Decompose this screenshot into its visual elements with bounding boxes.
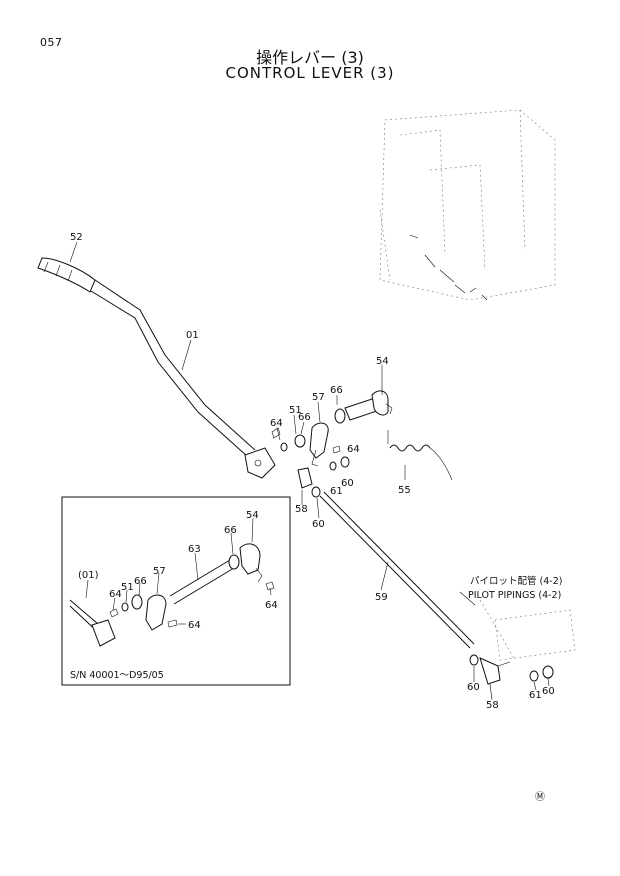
callout-61: 61 xyxy=(330,486,343,497)
page-number: 057 xyxy=(40,36,63,49)
callout-61-lower: 61 xyxy=(529,690,542,701)
callout-60-rod: 60 xyxy=(312,519,325,530)
callout-60-far: 60 xyxy=(542,686,555,697)
title-japanese: 操作レバー (3) xyxy=(256,48,364,67)
inset-callout-64-right: 64 xyxy=(265,600,278,611)
callout-52: 52 xyxy=(70,232,83,243)
inset-leader-lines xyxy=(85,517,272,625)
callout-64-left: 64 xyxy=(270,418,283,429)
cab-outline xyxy=(379,109,556,301)
callout-66-top: 66 xyxy=(330,385,343,396)
callout-64-right: 64 xyxy=(347,444,360,455)
inset-box xyxy=(61,496,291,686)
callout-60-upper: 60 xyxy=(341,478,354,489)
inset-serial-range: S/N 40001～D95/05 xyxy=(70,670,164,681)
callout-54: 54 xyxy=(376,356,389,367)
callout-55: 55 xyxy=(398,485,411,496)
lever-assembly xyxy=(37,257,276,479)
rod-assembly xyxy=(297,467,554,685)
title-english: CONTROL LEVER (3) xyxy=(225,64,395,82)
inset-callout-63: 63 xyxy=(188,544,201,555)
pivot-group xyxy=(271,390,393,471)
inset-callout-66-right: 66 xyxy=(224,525,237,536)
pilot-note-english: PILOT PIPINGS (4-2) xyxy=(468,590,561,601)
callout-60-lower: 60 xyxy=(467,682,480,693)
inset-callout-51: 51 xyxy=(121,582,134,593)
callout-58-upper: 58 xyxy=(295,504,308,515)
inset-callout-66-left: 66 xyxy=(134,576,147,587)
corner-mark: Ⓜ xyxy=(535,791,545,803)
inset-callout-54: 54 xyxy=(246,510,259,521)
pilot-piping-outline xyxy=(479,599,576,661)
leader-lines xyxy=(69,241,550,701)
callout-58-lower: 58 xyxy=(486,700,499,711)
pilot-note-japanese: パイロット配管 (4-2) xyxy=(470,575,562,587)
callout-51: 51 xyxy=(289,405,302,416)
inset-callout-57: 57 xyxy=(153,566,166,577)
spring xyxy=(387,430,453,481)
inset-callout-64-left: 64 xyxy=(109,589,122,600)
callout-66-mid: 66 xyxy=(298,412,311,423)
callout-59: 59 xyxy=(375,592,388,603)
inset-callout-64-bottom: 64 xyxy=(188,620,201,631)
inset-callout-01: (01) xyxy=(78,570,99,581)
callout-01: 01 xyxy=(186,330,199,341)
callout-57: 57 xyxy=(312,392,325,403)
